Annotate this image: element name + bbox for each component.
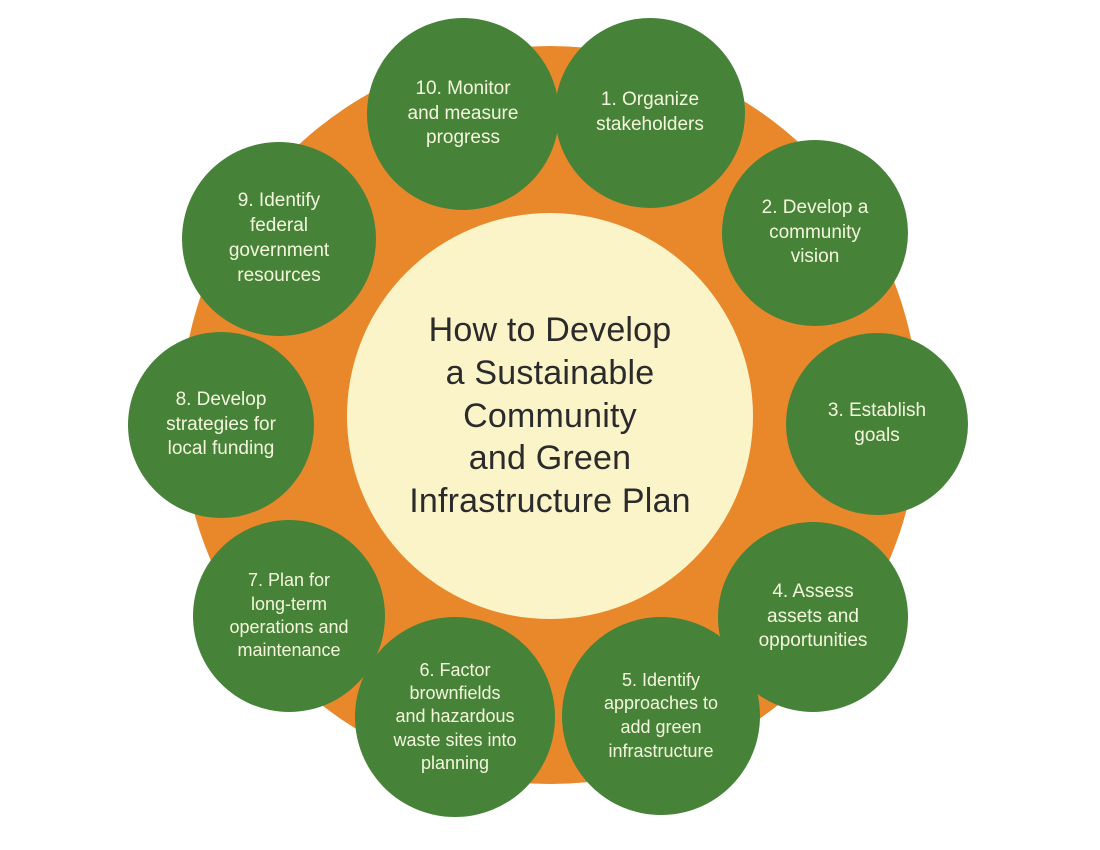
step-node-3[interactable]: 3. Establish goals xyxy=(786,333,968,515)
center-title: How to Develop a Sustainable Community a… xyxy=(409,310,691,521)
step-node-2[interactable]: 2. Develop a community vision xyxy=(722,140,908,326)
step-label-4: 4. Assess assets and opportunities xyxy=(758,580,868,652)
step-label-8: 8. Develop strategies for local funding xyxy=(166,388,276,460)
step-label-6: 6. Factor brownfields and hazardous wast… xyxy=(393,659,517,774)
step-label-10: 10. Monitor and measure progress xyxy=(407,77,519,149)
step-node-1[interactable]: 1. Organize stakeholders xyxy=(555,18,745,208)
step-node-7[interactable]: 7. Plan for long-term operations and mai… xyxy=(193,520,385,712)
step-node-6[interactable]: 6. Factor brownfields and hazardous wast… xyxy=(355,617,555,817)
step-node-10[interactable]: 10. Monitor and measure progress xyxy=(367,18,559,210)
step-label-7: 7. Plan for long-term operations and mai… xyxy=(229,570,349,661)
step-label-3: 3. Establish goals xyxy=(827,400,927,446)
step-label-2: 2. Develop a community vision xyxy=(761,196,869,268)
step-node-4[interactable]: 4. Assess assets and opportunities xyxy=(718,522,908,712)
step-label-9: 9. Identify federal government resources xyxy=(228,190,330,286)
step-node-5[interactable]: 5. Identify approaches to add green infr… xyxy=(562,617,760,815)
step-label-5: 5. Identify approaches to add green infr… xyxy=(603,669,719,761)
step-label-1: 1. Organize stakeholders xyxy=(596,89,704,135)
step-node-9[interactable]: 9. Identify federal government resources xyxy=(182,142,376,336)
center-hub: How to Develop a Sustainable Community a… xyxy=(347,213,753,619)
step-node-8[interactable]: 8. Develop strategies for local funding xyxy=(128,332,314,518)
